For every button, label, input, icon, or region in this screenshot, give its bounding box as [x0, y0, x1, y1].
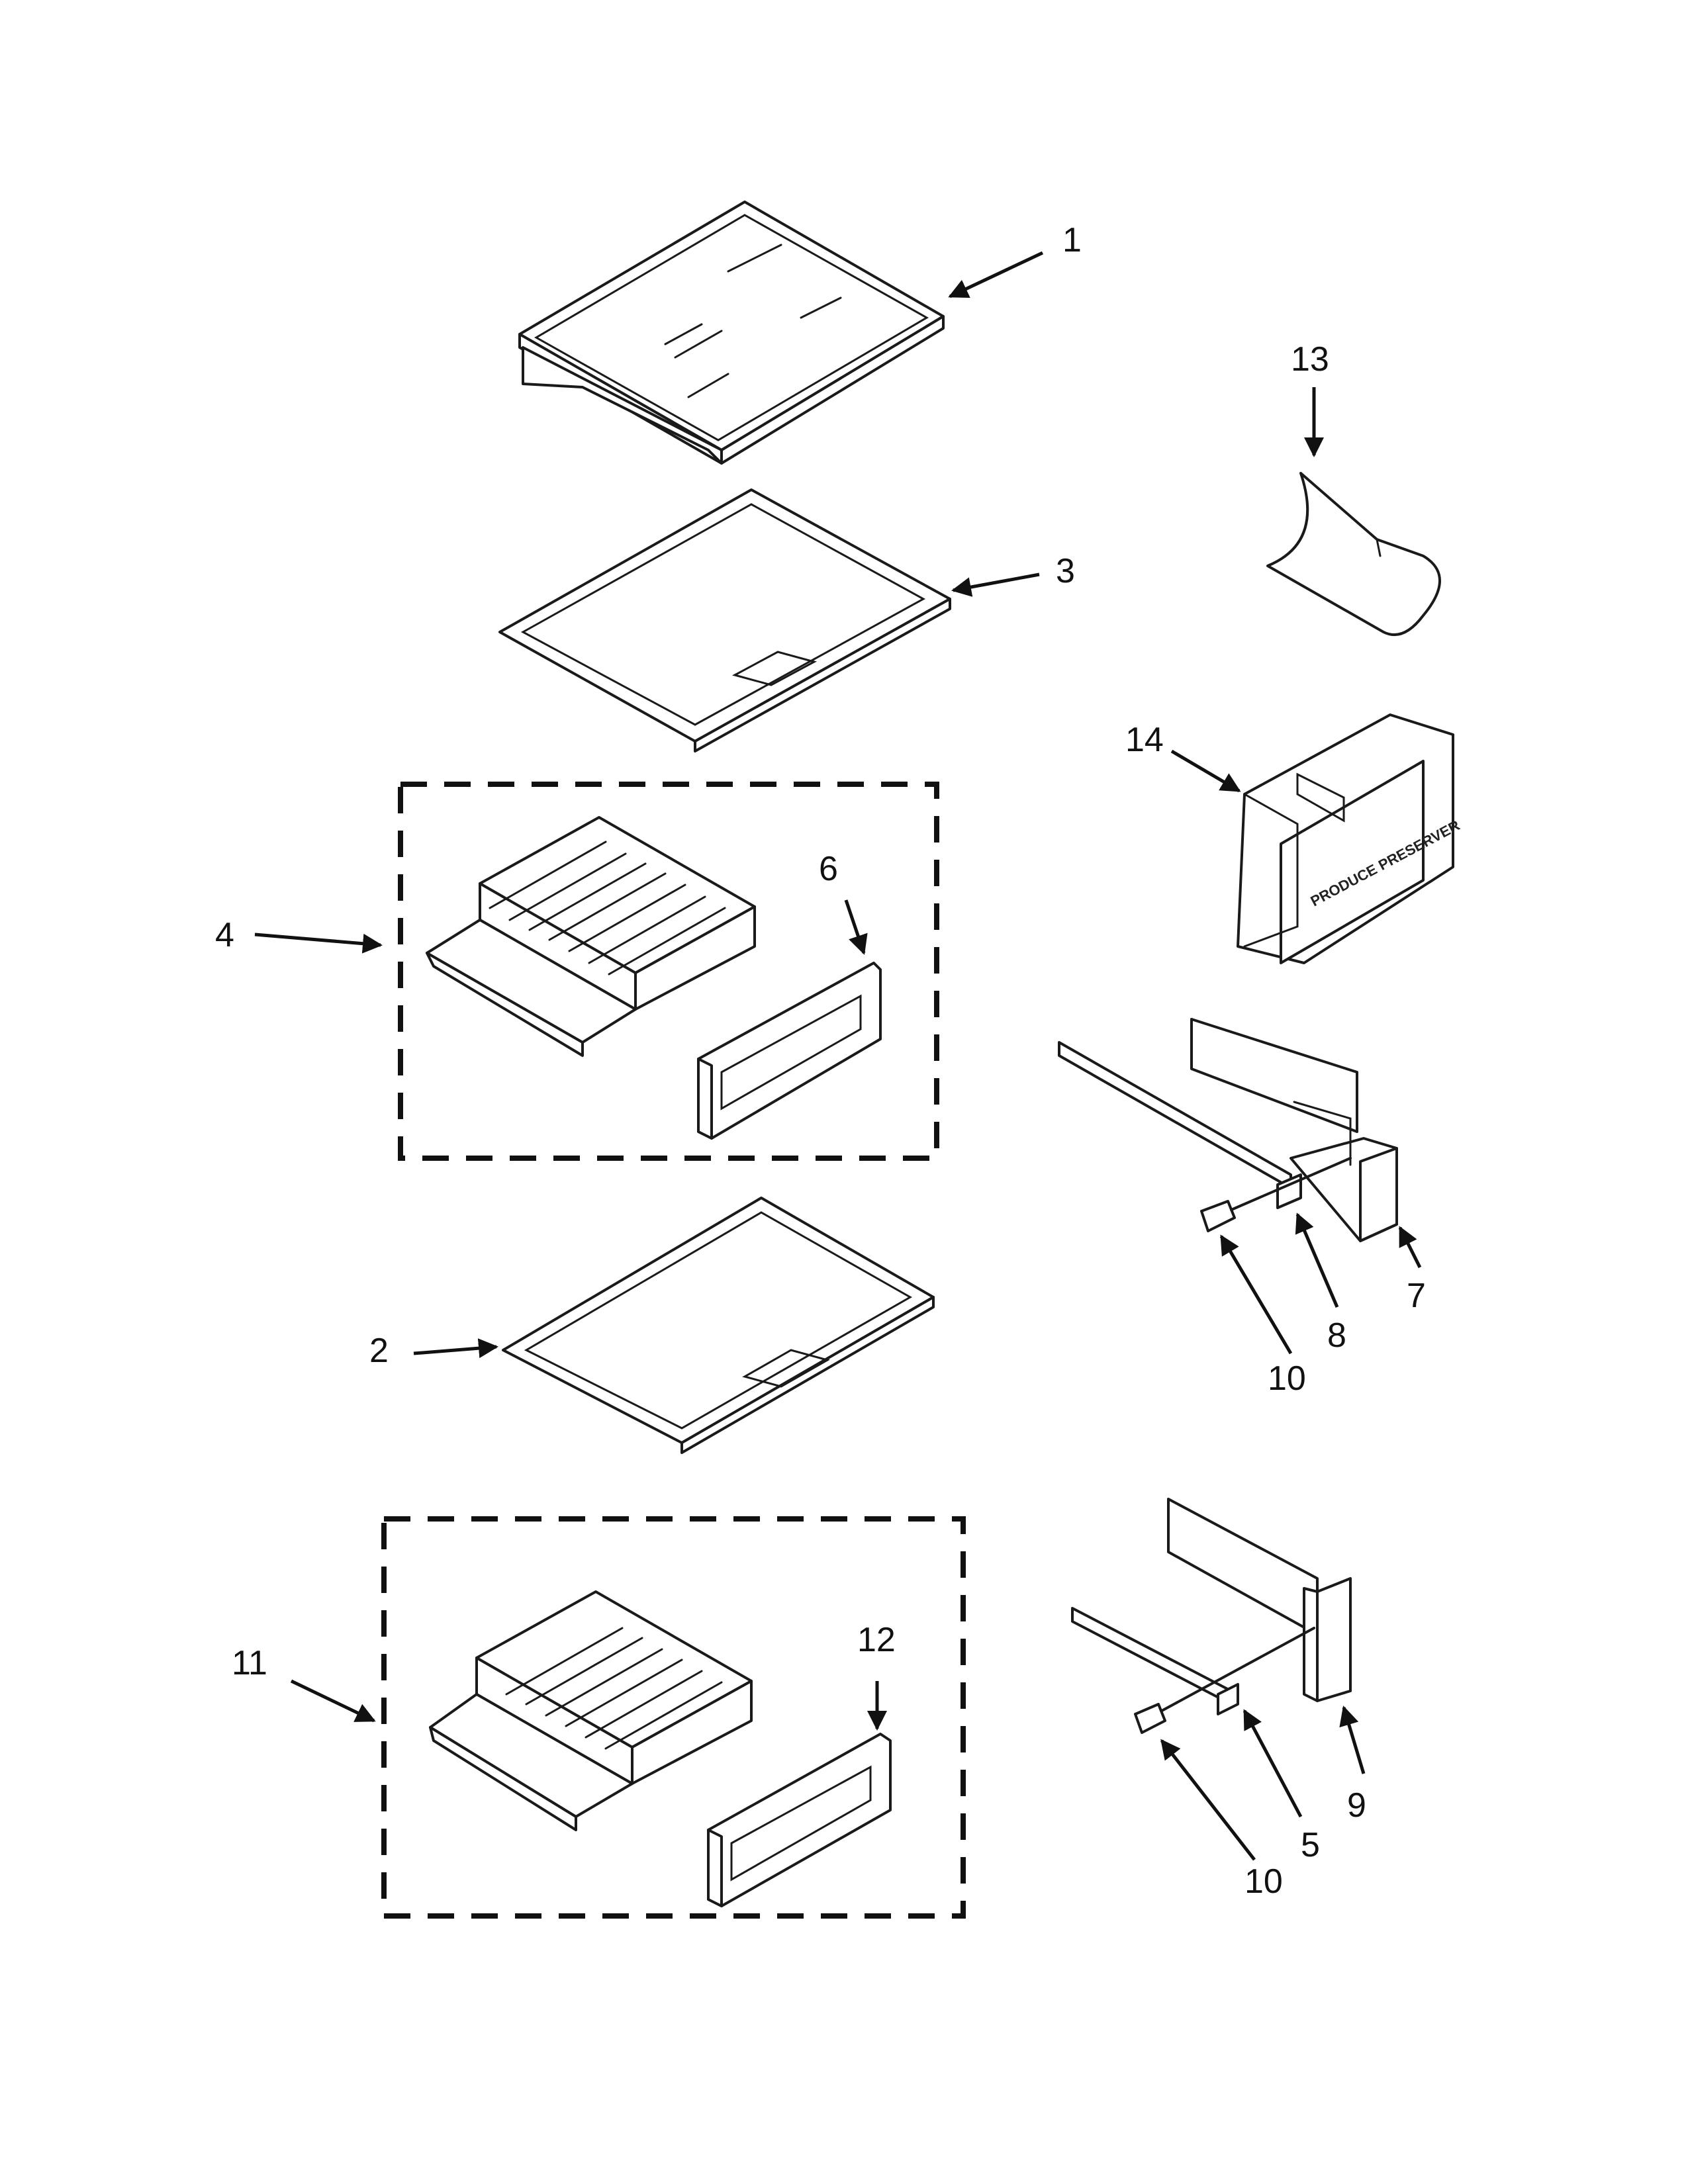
part-14-produce-preserver: PRODUCE PRESERVER — [1237, 713, 1462, 964]
leader-5 — [1243, 1709, 1303, 1818]
callout-10-upper: 10 — [1268, 1359, 1306, 1398]
part-13-curved-cover — [1266, 472, 1441, 636]
callout-6: 6 — [819, 850, 838, 888]
callout-9: 9 — [1347, 1786, 1366, 1825]
callouts: 1 3 13 14 4 6 7 8 10 2 11 12 9 5 10 — [215, 221, 1426, 1901]
callout-14: 14 — [1125, 721, 1164, 759]
callout-7: 7 — [1407, 1277, 1426, 1315]
part-6-drawer-front — [697, 962, 882, 1140]
part-5-slide-rail — [1071, 1607, 1239, 1715]
callout-11: 11 — [232, 1644, 267, 1682]
leader-10a — [1219, 1234, 1293, 1355]
leader-3 — [951, 572, 1040, 597]
part-10-screw-upper — [1200, 1157, 1352, 1232]
callout-13: 13 — [1291, 340, 1329, 379]
leader-4 — [254, 933, 383, 954]
leader-7 — [1398, 1226, 1422, 1269]
leader-lines — [254, 251, 1422, 1861]
part-3-crisper-cover — [498, 488, 951, 752]
part-10-screw-lower — [1134, 1627, 1315, 1734]
leader-11 — [290, 1679, 376, 1723]
leader-8 — [1295, 1212, 1339, 1308]
leader-6 — [844, 899, 868, 955]
part-12-drawer-front — [707, 1733, 892, 1907]
kit-box-upper — [398, 782, 939, 1161]
kit-box-lower — [381, 1516, 966, 1919]
callout-1: 1 — [1062, 221, 1082, 259]
leader-2 — [413, 1338, 498, 1359]
leader-14 — [1170, 749, 1241, 793]
callout-4: 4 — [215, 916, 234, 954]
leader-10b — [1160, 1739, 1256, 1861]
leader-9 — [1339, 1706, 1366, 1774]
part-9-slide-bracket — [1167, 1498, 1352, 1702]
part-2-crisper-cover — [502, 1197, 935, 1454]
part-7-slide-bracket — [1190, 1018, 1398, 1242]
callout-2: 2 — [369, 1332, 389, 1370]
callout-3: 3 — [1056, 552, 1075, 590]
callout-5: 5 — [1301, 1826, 1320, 1864]
callout-12: 12 — [857, 1621, 896, 1659]
leader-1 — [948, 251, 1044, 298]
part-11-crisper-drawer — [429, 1590, 753, 1831]
part-4-crisper-drawer — [426, 816, 756, 1057]
part-1-glass-shelf — [518, 201, 945, 465]
callout-10-lower: 10 — [1244, 1862, 1283, 1901]
callout-8: 8 — [1327, 1316, 1346, 1355]
